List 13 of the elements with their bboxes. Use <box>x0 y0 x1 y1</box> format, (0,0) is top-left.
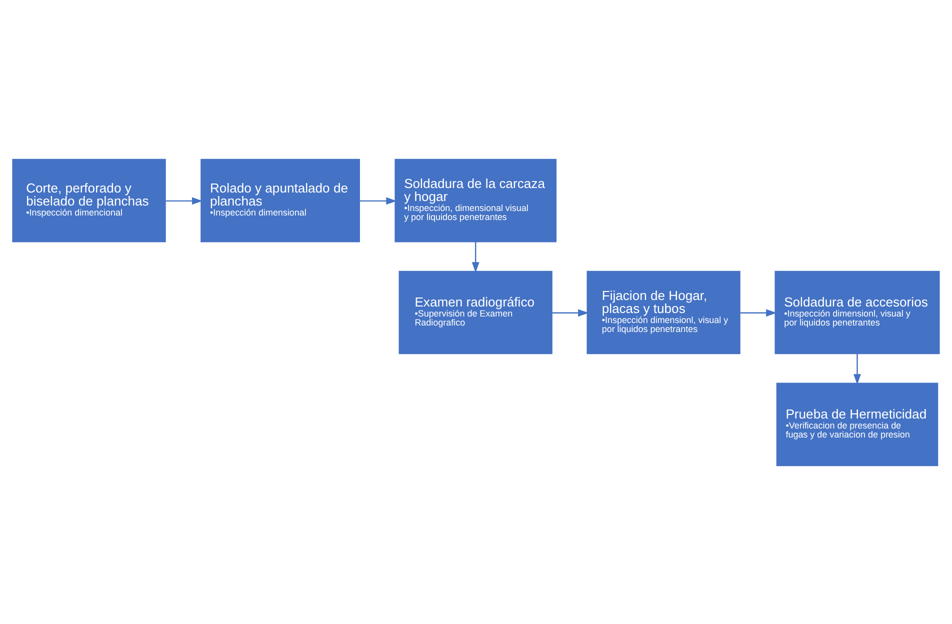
arrow <box>360 196 397 204</box>
arrow <box>472 241 480 272</box>
arrow <box>740 308 777 316</box>
node-box: Soldadura de accesorios •Inspección dimensionl, visual y por liquidos penetrantes <box>774 270 940 354</box>
node-box: Soldadura de la carcaza y hogar •Inspección, dimensional visual y por liquidos penetrantes <box>394 158 556 242</box>
arrow <box>166 196 203 204</box>
node-box: Corte, perforado y biselado de planchas •Inspección dimencional <box>12 158 166 242</box>
node-box: Rolado y apuntalado de planchas •Inspección dimensional <box>200 158 360 242</box>
arrow <box>552 308 589 316</box>
node-box: Prueba de Hermeticidad •Verificacion de presencia de fugas y de variacion de presion <box>776 382 938 466</box>
arrow <box>854 353 861 384</box>
node-box: Examen radiográfico •Supervisión de Examen Radiografico <box>398 270 552 354</box>
node-box: Fijacion de Hogar, placas y tubos •Inspección dimensionl, visual y por liquidos penetrantes <box>586 270 740 354</box>
